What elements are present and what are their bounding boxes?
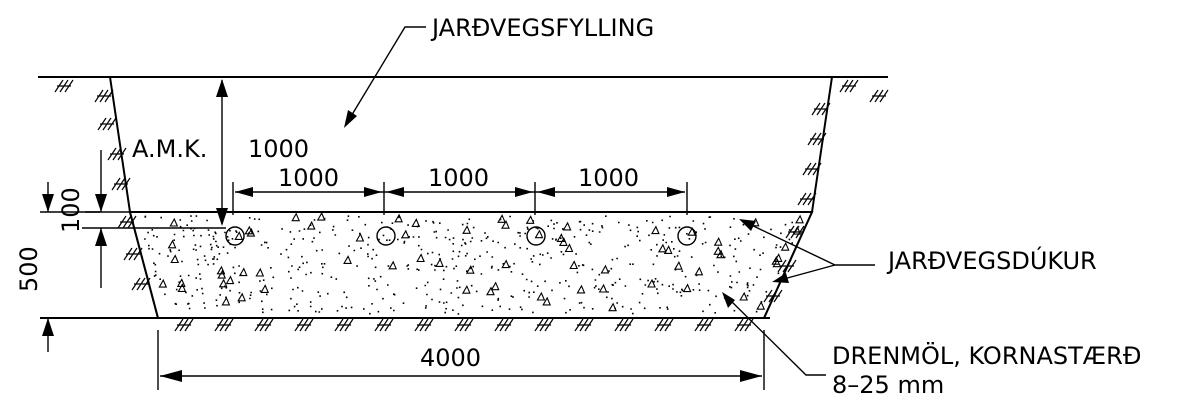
soil-hatch-mark bbox=[694, 318, 714, 332]
pipe-spacing-value-3: 1000 bbox=[578, 164, 639, 192]
soil-hatch-mark bbox=[734, 318, 754, 332]
leader-gravel bbox=[722, 292, 826, 376]
soil-hatch-mark bbox=[654, 318, 674, 332]
pipe-spacing-value-2: 1000 bbox=[428, 164, 489, 192]
soil-hatch-mark bbox=[214, 318, 234, 332]
soil-hatch-mark bbox=[123, 247, 143, 261]
drain-pipes bbox=[225, 226, 697, 246]
soil-hatch-mark bbox=[117, 215, 137, 229]
leader-fill bbox=[344, 26, 426, 128]
soil-hatch-mark bbox=[777, 259, 797, 273]
soil-hatch-mark bbox=[334, 318, 354, 332]
soil-hatch-mark bbox=[785, 225, 805, 239]
soil-hatching bbox=[54, 79, 889, 332]
soil-hatch-mark bbox=[107, 147, 127, 161]
fabric-label: JARÐVEGSDÚKUR bbox=[886, 245, 1097, 275]
soil-hatch-mark bbox=[131, 277, 151, 291]
soil-hatch-mark bbox=[763, 289, 783, 303]
soil-hatch-mark bbox=[839, 79, 859, 93]
gravel-label-line2: 8–25 mm bbox=[832, 371, 944, 399]
soil-hatch-mark bbox=[254, 318, 274, 332]
cover-depth-value: 1000 bbox=[248, 135, 309, 163]
pipe-spacing-value-1: 1000 bbox=[278, 164, 339, 192]
soil-hatch-mark bbox=[811, 102, 831, 116]
soil-hatch-mark bbox=[574, 318, 594, 332]
soil-hatch-mark bbox=[374, 318, 394, 332]
soil-hatch-mark bbox=[54, 79, 74, 93]
soil-hatch-mark bbox=[534, 318, 554, 332]
pipe-offset-value: 100 bbox=[57, 187, 85, 233]
soil-hatch-mark bbox=[869, 89, 889, 103]
soil-hatch-mark bbox=[454, 318, 474, 332]
soil-hatch-mark bbox=[797, 192, 817, 206]
drain-pipe bbox=[677, 226, 697, 246]
soil-hatch-mark bbox=[414, 318, 434, 332]
soil-hatch-mark bbox=[802, 162, 822, 176]
gravel-label-line1: DRENMÖL, KORNASTÆRÐ bbox=[832, 341, 1141, 370]
leader-fabric bbox=[739, 219, 875, 283]
soil-hatch-mark bbox=[294, 318, 314, 332]
gravel-depth-dimension bbox=[40, 182, 100, 352]
gravel-depth-value: 500 bbox=[15, 246, 43, 292]
soil-hatch-mark bbox=[111, 177, 131, 191]
soil-hatch-mark bbox=[494, 318, 514, 332]
drain-pipe bbox=[376, 226, 396, 246]
gravel-texture bbox=[144, 211, 804, 315]
soil-hatch-mark bbox=[97, 117, 117, 131]
soil-hatch-mark bbox=[174, 318, 194, 332]
drain-pipe bbox=[225, 226, 245, 246]
cover-depth-dimension bbox=[205, 79, 228, 229]
bottom-width-dimension bbox=[157, 330, 765, 390]
soil-hatch-mark bbox=[807, 132, 827, 146]
gravel-stones bbox=[158, 211, 804, 312]
fill-label: JARÐVEGSFYLLING bbox=[430, 14, 654, 42]
soil-hatch-mark bbox=[94, 89, 114, 103]
drain-pipe bbox=[526, 226, 546, 246]
bottom-width-value: 4000 bbox=[420, 344, 481, 372]
cover-label: A.M.K. bbox=[132, 135, 207, 163]
soil-hatch-mark bbox=[614, 318, 634, 332]
pipe-spacing-dimension bbox=[232, 182, 688, 215]
